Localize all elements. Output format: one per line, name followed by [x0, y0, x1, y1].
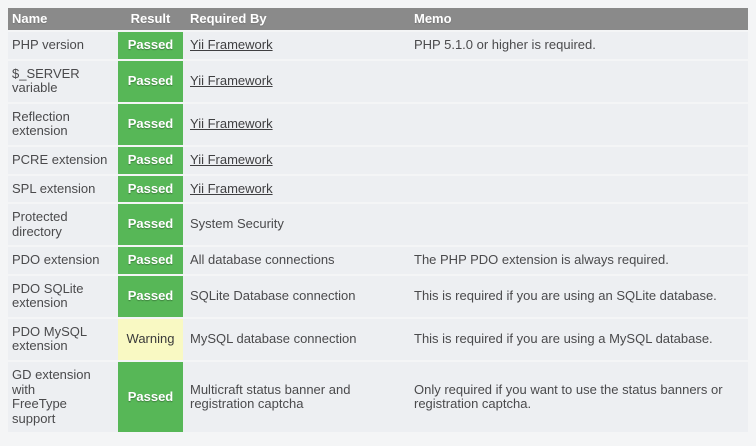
requirement-name: PDO SQLite extension: [8, 274, 118, 319]
result-status-badge: Passed: [118, 246, 183, 276]
required-by-link[interactable]: Yii Framework: [190, 116, 273, 132]
memo-cell: This is required if you are using an SQL…: [410, 274, 748, 319]
requirements-table: Name Result Required By Memo PHP version…: [8, 8, 748, 435]
required-by-cell: Yii Framework: [183, 174, 410, 205]
requirement-name: PCRE extension: [8, 146, 118, 176]
required-by-cell: System Security: [183, 203, 410, 248]
required-by-link[interactable]: Yii Framework: [190, 152, 273, 168]
result-status-badge: Passed: [118, 174, 183, 205]
memo-cell: [410, 174, 748, 205]
memo-cell: [410, 102, 748, 148]
column-header-required-by: Required By: [183, 8, 410, 33]
required-by-cell: SQLite Database connection: [183, 274, 410, 319]
required-by-cell: Yii Framework: [183, 59, 410, 104]
required-by-cell: Yii Framework: [183, 102, 410, 148]
memo-cell: [410, 59, 748, 104]
required-by-cell: MySQL database connection: [183, 317, 410, 362]
requirement-name: $_SERVER variable: [8, 59, 118, 104]
page: { "colors": { "page_bg": "#f4f5f6", "row…: [0, 8, 756, 446]
required-by-text: All database connections: [190, 252, 335, 268]
memo-cell: PHP 5.1.0 or higher is required.: [410, 31, 748, 61]
requirement-name: GD extension with FreeType support: [8, 360, 118, 435]
memo-cell: [410, 203, 748, 248]
column-header-result: Result: [118, 8, 183, 33]
requirement-name: PHP version: [8, 31, 118, 61]
memo-cell: [410, 146, 748, 176]
memo-cell: This is required if you are using a MySQ…: [410, 317, 748, 362]
memo-cell: Only required if you want to use the sta…: [410, 360, 748, 435]
required-by-link[interactable]: Yii Framework: [190, 180, 273, 196]
required-by-text: SQLite Database connection: [190, 288, 356, 304]
requirement-name: PDO extension: [8, 246, 118, 276]
result-status-badge: Passed: [118, 360, 183, 435]
required-by-link[interactable]: Yii Framework: [190, 37, 273, 53]
requirement-name: SPL extension: [8, 174, 118, 205]
column-header-memo: Memo: [410, 8, 748, 33]
result-status-badge: Passed: [118, 31, 183, 61]
required-by-link[interactable]: Yii Framework: [190, 73, 273, 89]
result-status-badge: Passed: [118, 203, 183, 248]
required-by-cell: Yii Framework: [183, 146, 410, 176]
result-status-badge: Passed: [118, 146, 183, 176]
required-by-cell: All database connections: [183, 246, 410, 276]
column-header-name: Name: [8, 8, 118, 33]
required-by-text: System Security: [190, 216, 284, 232]
required-by-text: Multicraft status banner and registratio…: [190, 381, 351, 412]
header-row: Name Result Required By Memo: [8, 8, 748, 33]
result-status-badge: Warning: [118, 317, 183, 362]
memo-cell: The PHP PDO extension is always required…: [410, 246, 748, 276]
requirement-name: Protected directory: [8, 203, 118, 248]
required-by-text: MySQL database connection: [190, 331, 357, 347]
table-header: Name Result Required By Memo: [8, 8, 748, 33]
result-status-badge: Passed: [118, 102, 183, 148]
result-status-badge: Passed: [118, 59, 183, 104]
requirement-name: PDO MySQL extension: [8, 317, 118, 362]
result-status-badge: Passed: [118, 274, 183, 319]
required-by-cell: Yii Framework: [183, 31, 410, 61]
required-by-cell: Multicraft status banner and registratio…: [183, 360, 410, 435]
requirement-name: Reflection extension: [8, 102, 118, 148]
